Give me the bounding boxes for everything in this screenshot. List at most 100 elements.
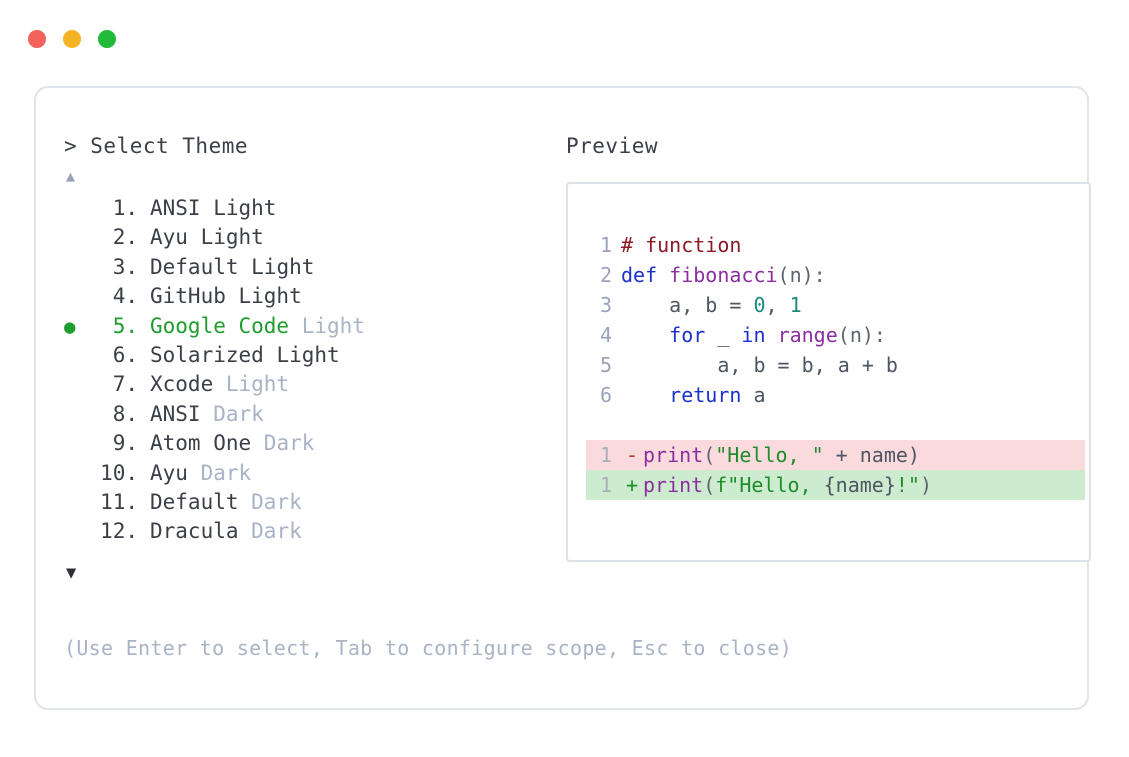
theme-item-variant: Dark (238, 519, 302, 544)
theme-list-item[interactable]: ● 5. Google Code Light (64, 312, 534, 341)
code-token-plain (621, 383, 669, 407)
theme-item-variant: Light (225, 284, 302, 309)
code-spacer (586, 410, 1085, 440)
code-token-number: 0 (753, 293, 766, 317)
line-number: 3 (599, 293, 612, 317)
diff-line-removed: 1-print("Hello, " + name) (586, 440, 1085, 470)
theme-item-number: 4. (112, 284, 138, 309)
code-line-content: return a (621, 380, 766, 410)
bullet-placeholder (64, 430, 92, 458)
close-dot[interactable] (28, 30, 46, 48)
theme-item-number: 7. (112, 372, 138, 397)
theme-item-number: 8. (112, 401, 138, 426)
diff-line-added: 1 +print(f"Hello, {name}!") (586, 470, 1085, 500)
bullet-placeholder (64, 401, 92, 429)
theme-list-item[interactable]: 7.Xcode Light (64, 370, 534, 399)
code-line: 3 a, b = 0, 1 (586, 290, 1085, 320)
code-token-comment: # function (621, 233, 742, 257)
scroll-down-icon[interactable]: ▼ (66, 562, 77, 583)
code-token-punct: ( (703, 443, 716, 467)
code-token-string: "Hello, " (715, 443, 824, 467)
theme-item-name: Default (150, 490, 239, 515)
theme-item-number: 5. (112, 313, 138, 338)
code-token-func: range (777, 323, 838, 347)
diff-line-number: 1 (599, 473, 612, 497)
theme-item-variant: Light (187, 225, 264, 250)
bullet-placeholder (64, 283, 92, 311)
theme-item-number: 12. (100, 519, 138, 544)
theme-item-number: 11. (100, 490, 138, 515)
code-token-plain: _ (705, 323, 742, 347)
code-token-func: fibonacci (669, 263, 778, 287)
code-token-punct: ) (919, 473, 933, 497)
code-token-plain: a, b = b, a + b (621, 353, 898, 377)
selected-bullet-icon: ● (64, 315, 76, 338)
window-controls (28, 30, 116, 48)
theme-list-item[interactable]: 1. ANSI Light (64, 194, 534, 223)
bullet-placeholder (64, 254, 92, 282)
diff-line-content: print(f"Hello, {name}!") (643, 470, 940, 500)
theme-item-name: Ayu (150, 225, 188, 250)
maximize-dot[interactable] (98, 30, 116, 48)
code-line-content: def fibonacci(n): (621, 260, 826, 290)
theme-item-name: Ayu (150, 460, 188, 485)
line-number: 2 (599, 263, 612, 287)
theme-list-item[interactable]: 9.Atom One Dark (64, 429, 534, 458)
bullet-placeholder (64, 518, 92, 546)
theme-item-number: 6. (112, 343, 138, 368)
code-token-plain: , (765, 293, 790, 317)
theme-item-variant: Light (238, 254, 315, 279)
code-line: 1 # function (586, 230, 1085, 260)
code-token-plain (766, 323, 778, 347)
theme-list-item[interactable]: 2.Ayu Light (64, 223, 534, 252)
theme-list-item[interactable]: 12.Dracula Dark (64, 517, 534, 546)
theme-item-number: 1. (112, 196, 138, 220)
theme-item-name: ANSI (150, 401, 201, 426)
line-number: 5 (599, 353, 612, 377)
code-token-string: f"Hello, (715, 473, 824, 497)
line-number: 6 (599, 383, 612, 407)
theme-item-name: Atom One (150, 431, 252, 456)
theme-item-name: ANSI (150, 196, 201, 220)
bullet-placeholder (64, 342, 92, 370)
theme-item-variant: Light (289, 313, 365, 338)
line-number: 1 (599, 233, 612, 257)
bullet-placeholder (64, 460, 92, 488)
code-token-keyword: for (669, 323, 706, 347)
code-token-string: !" (895, 473, 920, 497)
theme-list-item[interactable]: 11. Default Dark (64, 488, 534, 517)
diff-line-content: print("Hello, " + name) (643, 440, 928, 470)
code-token-punct: ( (703, 473, 716, 497)
code-token-punct: (n): (837, 323, 886, 347)
theme-item-number: 3. (112, 254, 138, 279)
code-line: 6 return a (586, 380, 1085, 410)
theme-item-variant: Dark (238, 490, 302, 515)
theme-list-item[interactable]: 8.ANSI Dark (64, 400, 534, 429)
theme-item-number: 10. (100, 460, 138, 485)
code-line-content: # function (621, 230, 741, 260)
theme-list-item[interactable]: 6.Solarized Light (64, 341, 534, 370)
theme-list-item[interactable]: 10.Ayu Dark (64, 459, 534, 488)
code-line: 2 def fibonacci(n): (586, 260, 1085, 290)
minimize-dot[interactable] (63, 30, 81, 48)
code-token-plain: a, b = (621, 293, 754, 317)
theme-list-item[interactable]: 3.Default Light (64, 253, 534, 282)
theme-item-name: Google Code (150, 313, 290, 338)
code-token-plain: + name) (823, 443, 920, 467)
keyboard-hint: (Use Enter to select, Tab to configure s… (64, 636, 793, 660)
page-title: > Select Theme (64, 134, 249, 158)
theme-list-item[interactable]: 4.GitHub Light (64, 282, 534, 311)
scroll-up-icon[interactable]: ▲ (66, 167, 76, 185)
code-token-func: print (643, 473, 704, 497)
code-token-keyword: def (621, 263, 670, 287)
diff-marker-icon: + (625, 473, 639, 497)
theme-item-name: Xcode (150, 372, 214, 397)
theme-list: 1.ANSI Light 2.Ayu Light 3.Default Light… (64, 194, 534, 547)
code-token-punct: (n): (777, 263, 826, 287)
theme-item-variant: Light (200, 196, 277, 220)
code-token-plain: a (741, 383, 766, 407)
code-line: 4 for _ in range(n): (586, 320, 1085, 350)
code-token-plain (621, 323, 669, 347)
theme-picker-card: > Select Theme ▲ 1. ANSI Light 2.Ayu Ligh… (34, 86, 1091, 710)
